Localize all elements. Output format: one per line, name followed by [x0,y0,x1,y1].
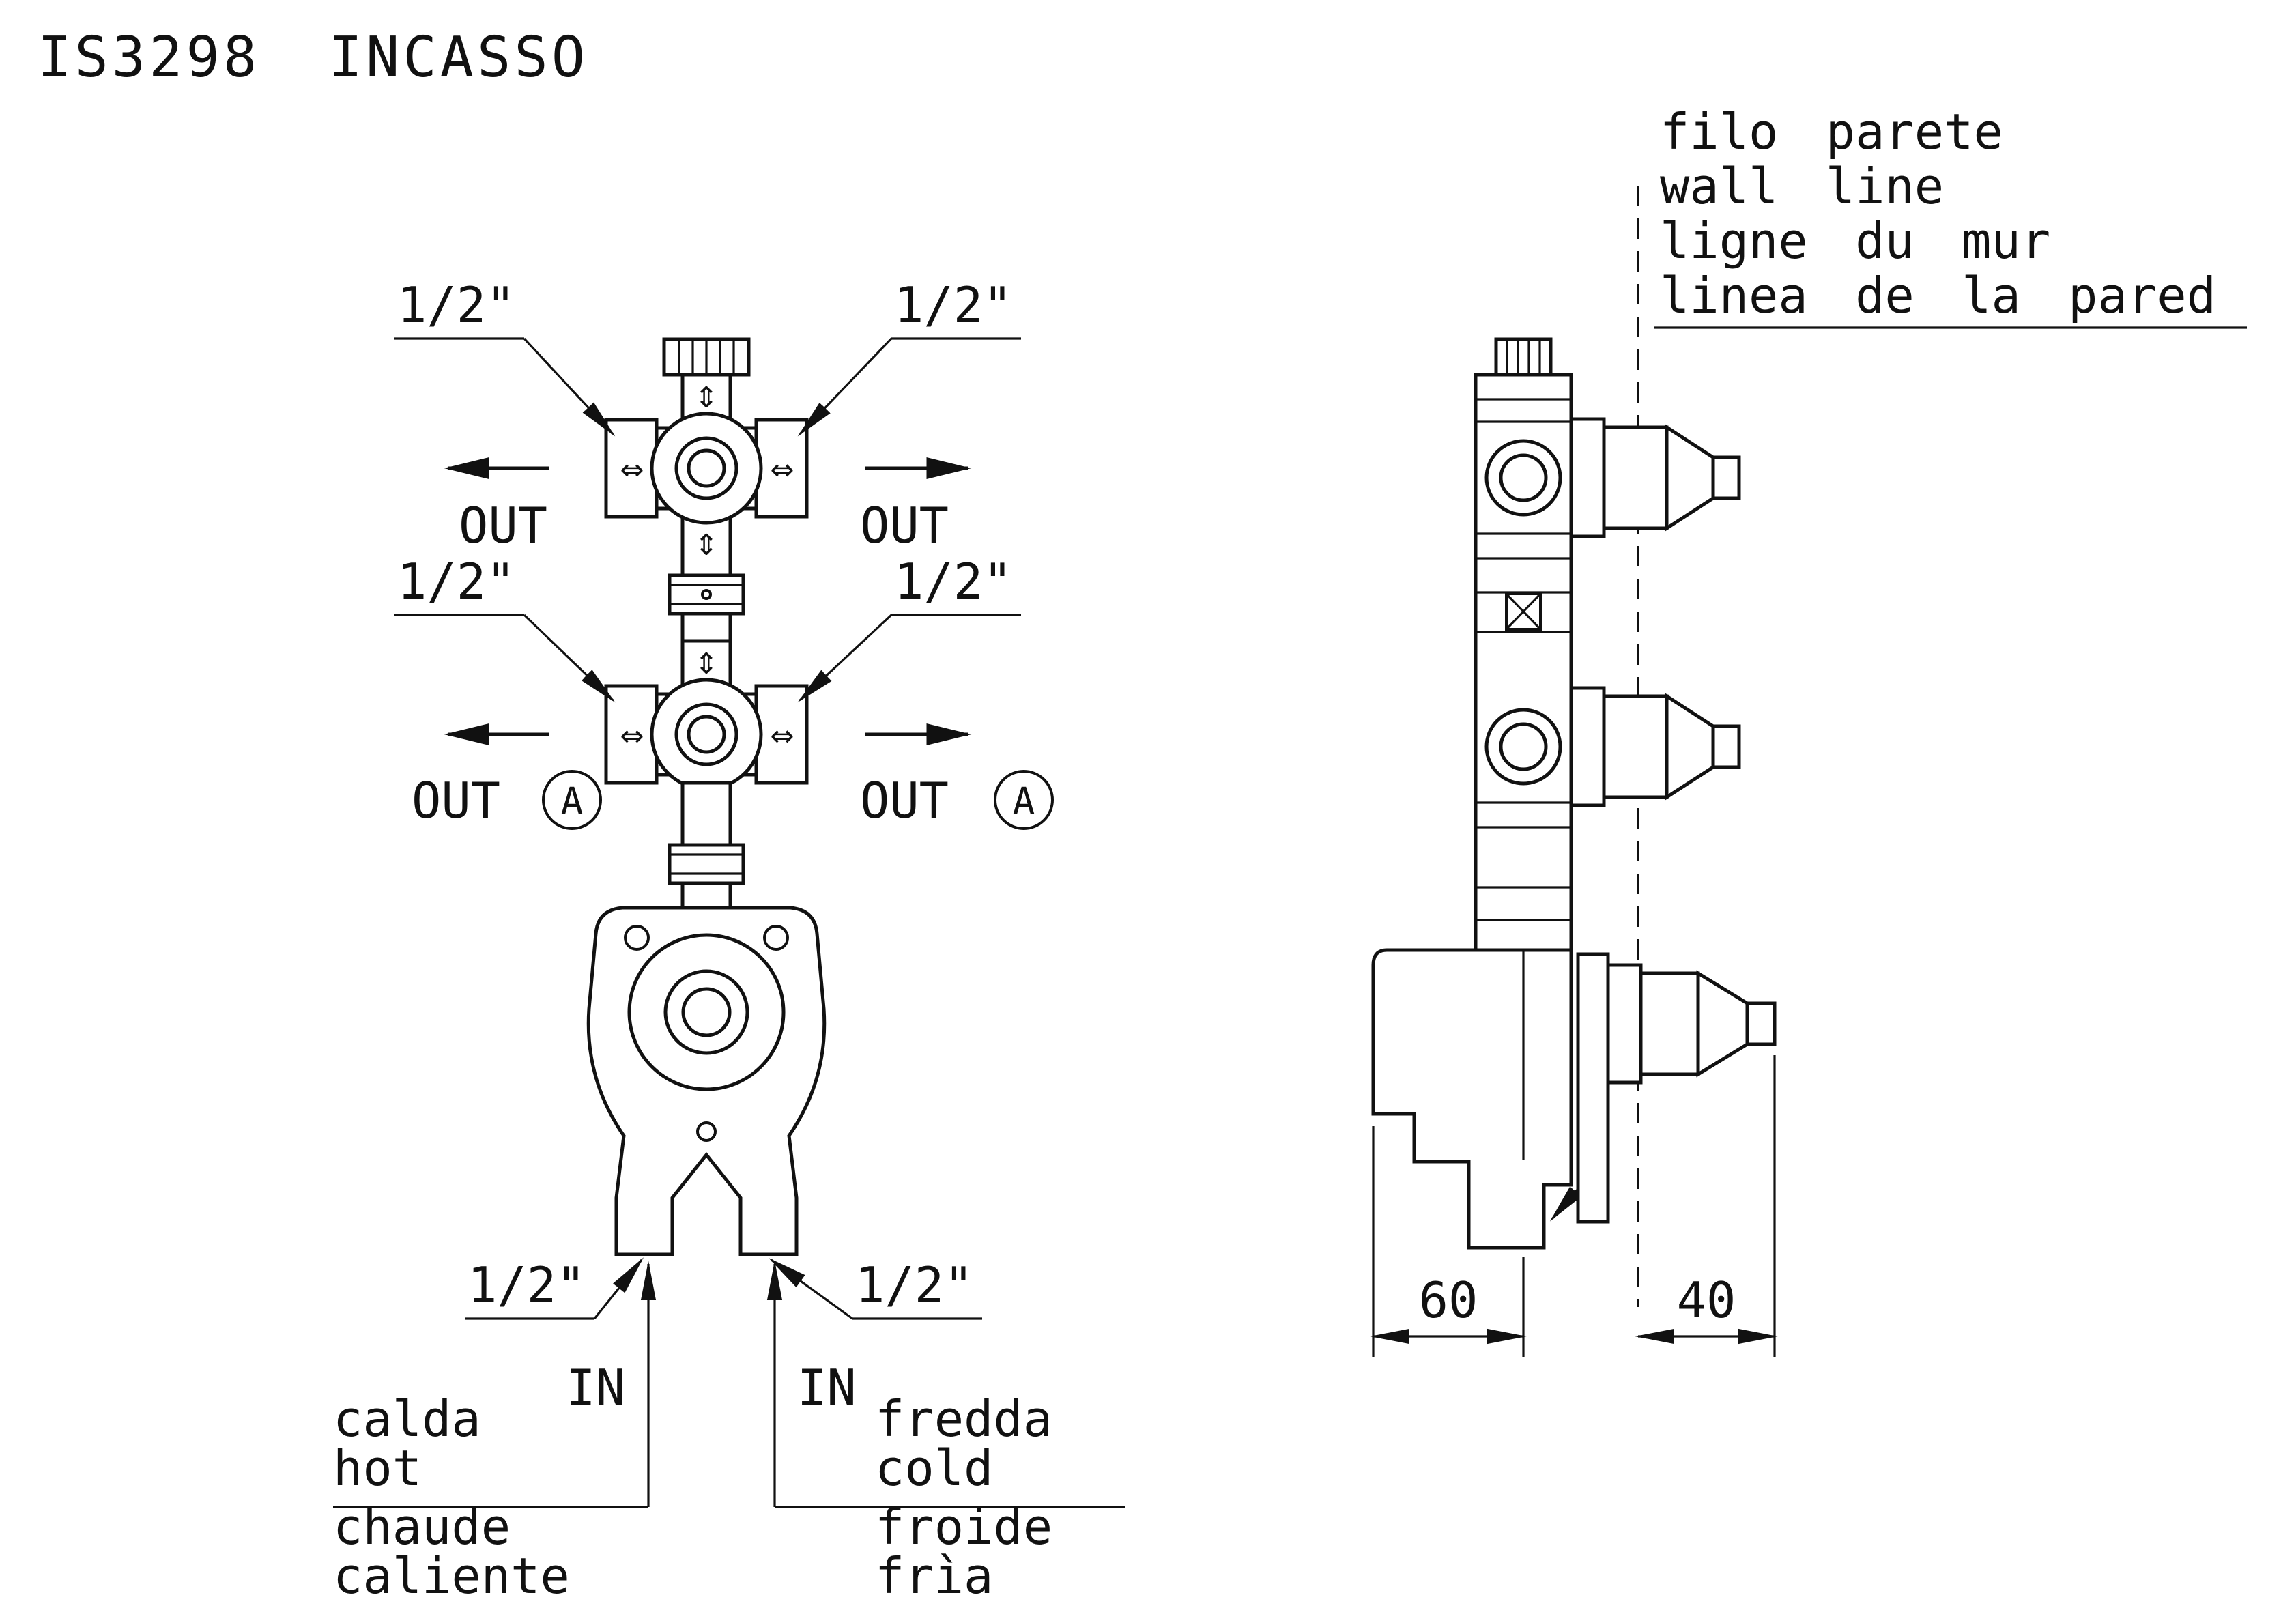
flange-plate [1576,952,1610,1224]
size-label-top-left: 1/2" [394,276,616,437]
wall-label-fr: ligne du mur [1660,212,2050,270]
sheet-title: IS3298 INCASSO [38,25,588,90]
port-size-label: 1/2" [855,1256,973,1314]
wall-label-en: wall line [1660,158,1944,215]
flow-horizontal-icon: ⇔ [620,453,644,487]
hot-label-en: hot [333,1439,422,1497]
size-label-bottom-right: 1/2" [769,1256,982,1320]
hot-label-fr: chaude [333,1498,511,1555]
inlet-hot: IN calda hot chaude caliente [333,1261,657,1605]
outlet-a-badge [542,770,602,830]
lower-housing [1371,948,1596,1250]
port-size-label: 1/2" [894,553,1012,610]
section-mark [1505,592,1542,631]
size-label-top-right: 1/2" [797,276,1021,437]
cold-label-en: cold [875,1439,993,1497]
flow-horizontal-icon: ⇔ [770,453,794,487]
cold-label-es: frìa [875,1547,993,1605]
out-mid-right: OUT A [860,723,1054,830]
flow-horizontal-icon: ⇔ [770,719,794,753]
upper-valve-cross: ⇕ ⇕ ⇔ ⇔ [604,381,809,562]
out-mid-left: OUT A [412,723,602,830]
port-size-label: 1/2" [397,276,515,334]
dimension-60: 60 [1370,1126,1527,1357]
outlet-plug-bottom [1576,952,1777,1224]
size-label-bottom-left: 1/2" [465,1256,644,1320]
column-section-lines [1476,398,1571,921]
valve-body [586,906,827,1256]
cold-label-it: fredda [875,1390,1052,1448]
out-label: OUT [860,772,949,829]
lower-coupling [668,781,745,913]
side-port-middle [1484,708,1562,786]
dim-60-value: 60 [1419,1272,1478,1329]
screw-hole-right [763,925,789,951]
out-label: OUT [860,497,949,554]
hot-label-es: caliente [333,1547,570,1605]
hot-label-it: calda [333,1390,481,1448]
outlet-plug-middle [1569,686,1741,807]
flow-vertical-icon: ⇕ [694,381,718,414]
wall-label-it: filo parete [1660,103,2003,160]
side-body-column [1474,337,1573,952]
coupling-pin [701,589,712,600]
flow-vertical-icon: ⇕ [694,528,718,562]
cold-label-fr: froide [875,1498,1052,1555]
stem-knurling [678,339,735,375]
port-size-label: 1/2" [468,1256,586,1314]
size-label-mid-right: 1/2" [797,553,1021,703]
in-label: IN [566,1359,625,1416]
port-size-label: 1/2" [397,553,515,610]
front-view: ⇕ ⇕ ⇔ ⇔ ⇕ ⇕ ⇔ ⇔ [333,276,1125,1605]
cartridge-inner [681,987,732,1037]
side-port-top [1484,439,1562,517]
lower-valve-right-port [754,684,809,785]
side-view: filo parete wall line ligne du mur linea… [1370,103,2247,1357]
outlet-a-badge [994,770,1054,830]
out-top-right: OUT [860,457,972,554]
inlet-cold: IN fredda cold froide frìa [766,1261,1125,1605]
outlet-a-letter: A [1013,780,1035,823]
lower-valve-handle-inner [687,715,726,754]
port-size-label: 1/2" [894,276,1012,334]
out-label: OUT [459,497,547,554]
upper-valve-handle-inner [687,448,726,488]
out-top-left: OUT [444,457,549,554]
drain-hole [696,1121,717,1142]
in-label: IN [797,1359,857,1416]
upper-coupling [668,573,745,616]
out-label: OUT [412,772,500,829]
outlet-plug-top [1569,417,1741,538]
size-label-mid-left: 1/2" [394,553,616,703]
front-stem-nut [662,337,751,377]
side-stem-nut [1494,337,1553,377]
dimension-40: 40 [1635,1055,1778,1357]
outlet-a-letter: A [561,780,584,823]
wall-label-es: linea de la pared [1660,267,2216,324]
flow-vertical-icon: ⇕ [694,647,718,680]
dim-40-value: 40 [1677,1272,1736,1329]
flow-horizontal-icon: ⇔ [620,719,644,753]
wall-line-labels: filo parete wall line ligne du mur linea… [1654,103,2247,329]
screw-hole-left [624,925,650,951]
